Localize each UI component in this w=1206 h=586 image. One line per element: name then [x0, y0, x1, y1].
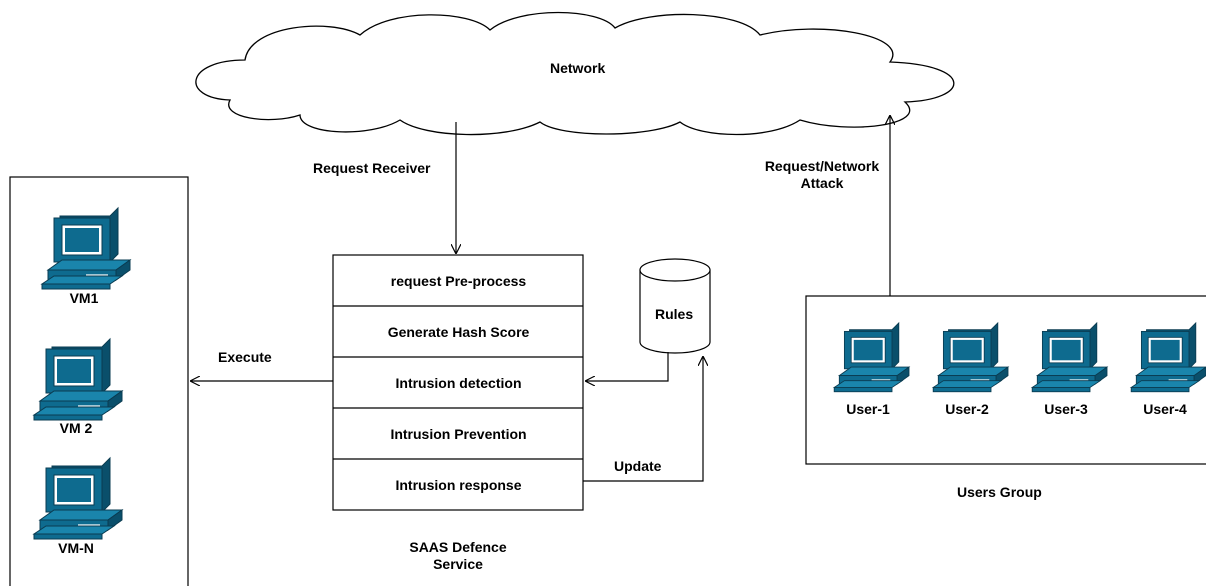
request-receiver-label: Request Receiver	[313, 160, 431, 176]
layer-intrusion-response: Intrusion response	[395, 476, 522, 493]
user2-label: User-2	[945, 401, 989, 417]
network-label: Network	[550, 60, 606, 76]
update-arrow	[583, 357, 703, 482]
vm1-computer-icon	[41, 207, 131, 290]
rules-to-detection-arrow	[586, 352, 669, 381]
layer-generate-hash-score: Generate Hash Score	[387, 323, 530, 340]
vmn-label: VM-N	[58, 540, 94, 556]
user3-computer-icon	[1031, 322, 1108, 393]
user4-computer-icon	[1130, 322, 1206, 393]
update-label: Update	[614, 458, 662, 474]
user3-label: User-3	[1044, 401, 1088, 417]
layer-request-preprocess: request Pre-process	[390, 272, 527, 289]
vm1-label: VM1	[69, 290, 99, 306]
request-attack-label: Request/Network Attack	[764, 158, 880, 191]
user1-computer-icon	[833, 322, 910, 393]
user2-computer-icon	[932, 322, 1009, 393]
vm2-computer-icon	[33, 338, 123, 421]
user4-label: User-4	[1143, 401, 1187, 417]
user1-label: User-1	[846, 401, 890, 417]
vmn-computer-icon	[33, 457, 123, 540]
service-caption: SAAS Defence Service	[409, 539, 507, 572]
service-stack	[332, 254, 584, 511]
network-cloud	[195, 11, 955, 136]
rules-label: Rules	[655, 306, 694, 322]
rules-database	[639, 258, 711, 354]
users-group-caption: Users Group	[957, 484, 1042, 500]
layer-intrusion-detection: Intrusion detection	[395, 374, 522, 391]
vm2-label: VM 2	[59, 420, 93, 436]
execute-label: Execute	[218, 349, 272, 365]
layer-intrusion-prevention: Intrusion Prevention	[390, 425, 527, 442]
